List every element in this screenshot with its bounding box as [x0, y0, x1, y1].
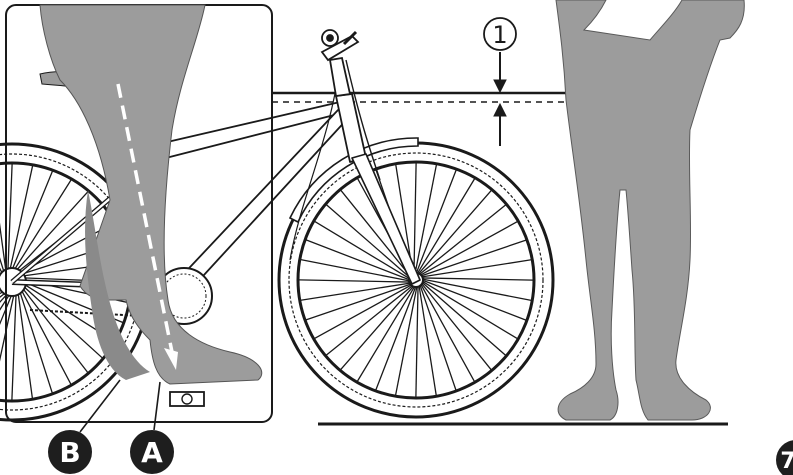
spoke: [417, 179, 475, 274]
spoke: [419, 205, 506, 275]
rider-inset: [6, 5, 272, 432]
standing-person-silhouette: [556, 0, 744, 420]
spoke: [419, 285, 436, 395]
spoke: [8, 164, 12, 271]
spoke: [422, 281, 517, 339]
callout-b: B: [48, 430, 92, 474]
spoke: [357, 286, 415, 381]
callout-a: A: [130, 430, 174, 474]
callout-1: 1: [484, 18, 516, 50]
spoke: [0, 206, 1, 278]
clearance-dimension: [494, 52, 506, 146]
spoke: [421, 283, 491, 370]
callout-a-label: A: [141, 436, 163, 469]
bike-frame: [12, 60, 420, 324]
spoke: [422, 278, 533, 280]
callout-1-label: 1: [492, 21, 507, 49]
callout-b-label: B: [59, 436, 80, 469]
spoke: [326, 285, 413, 355]
spoke: [414, 163, 416, 274]
spoke: [421, 260, 531, 277]
spoke: [16, 192, 88, 271]
spoke: [10, 166, 33, 270]
spoke: [301, 283, 411, 300]
rider-leg-silhouette: [40, 5, 262, 384]
spoke: [299, 280, 410, 282]
spoke: [416, 286, 418, 397]
spoke: [12, 293, 16, 400]
spoke: [0, 294, 10, 384]
page-number: 7: [780, 449, 793, 474]
page-number-badge: 7: [776, 440, 793, 475]
